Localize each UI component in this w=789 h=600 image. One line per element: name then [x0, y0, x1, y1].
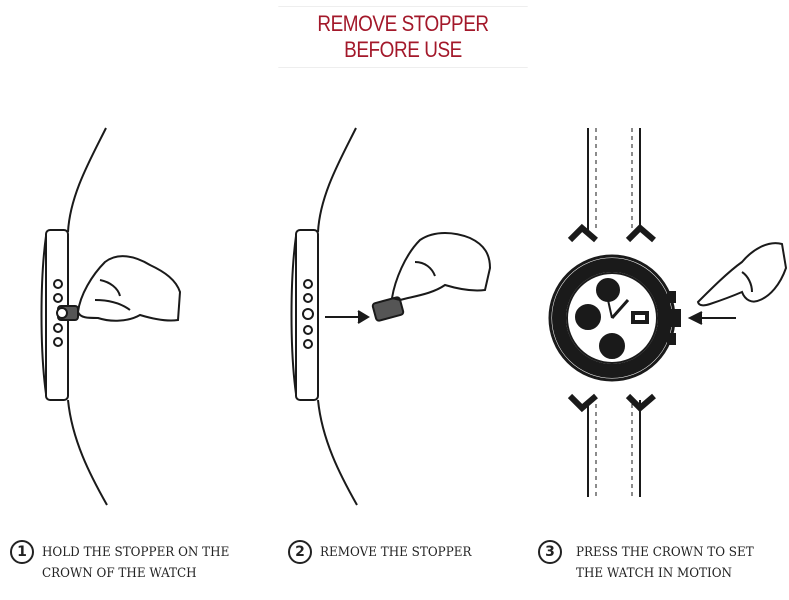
hand-icon	[76, 255, 182, 322]
watch-strap	[587, 128, 641, 497]
subdial	[575, 304, 601, 330]
hand-icon	[390, 232, 492, 302]
stopper	[371, 296, 405, 322]
step-1-caption: 1 HOLD THE STOPPER ON THE CROWN OF THE W…	[10, 540, 246, 584]
watch-front	[548, 223, 681, 413]
step-2-caption: 2 REMOVE THE STOPPER	[288, 540, 485, 564]
step-3-caption: 3 PRESS THE CROWN TO SET THE WATCH IN MO…	[538, 540, 769, 584]
step-1-illustration	[40, 127, 182, 506]
wrist-outline	[67, 127, 108, 506]
step-text-line: THE WATCH IN MOTION	[576, 566, 732, 581]
page-title: REMOVE STOPPER BEFORE USE	[278, 6, 528, 68]
step-number-badge: 1	[10, 540, 34, 564]
watch-side-profile	[290, 229, 319, 401]
step-text-line: CROWN OF THE WATCH	[42, 566, 197, 581]
step-2-illustration	[290, 127, 492, 506]
crown	[671, 309, 681, 327]
step-3-illustration	[548, 128, 788, 497]
step-number-badge: 3	[538, 540, 562, 564]
subdial	[599, 333, 625, 359]
wrist-outline	[317, 127, 358, 506]
step-text-line: PRESS THE CROWN TO SET	[576, 545, 754, 560]
step-number-badge: 2	[288, 540, 312, 564]
step-text-line: REMOVE THE STOPPER	[320, 545, 472, 560]
arrow-right-icon	[325, 310, 370, 324]
step-text-line: HOLD THE STOPPER ON THE	[42, 545, 230, 560]
arrow-left-icon	[687, 311, 736, 325]
pointing-hand-icon	[696, 242, 788, 307]
